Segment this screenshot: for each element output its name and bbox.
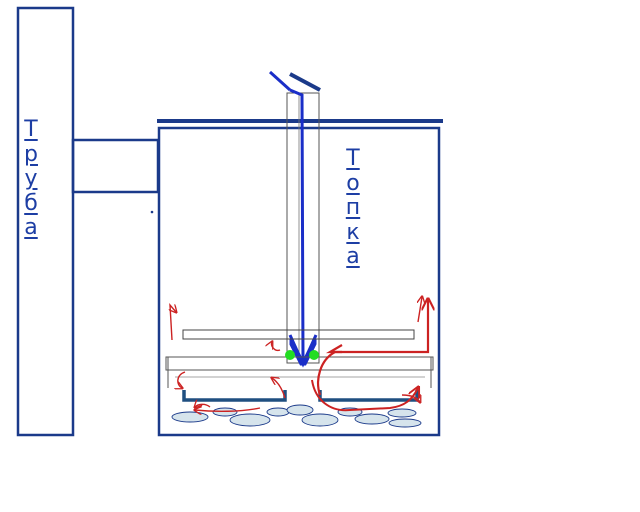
stone bbox=[387, 408, 417, 418]
hot-gas-right-lower bbox=[401, 395, 420, 402]
damper-left bbox=[268, 70, 292, 92]
stone bbox=[354, 413, 390, 425]
hot-gas-under-left bbox=[195, 408, 261, 411]
hot-gas-left-loop bbox=[178, 371, 186, 388]
flue-connector bbox=[71, 138, 160, 194]
nozzle-right bbox=[309, 350, 319, 360]
grate-bar bbox=[165, 356, 434, 371]
label-letter: б bbox=[24, 190, 38, 216]
stone bbox=[388, 418, 422, 428]
label-letter: о bbox=[346, 170, 360, 196]
hot-gas-under-left-2 bbox=[272, 378, 286, 399]
stone bbox=[229, 413, 271, 427]
label-letter: у bbox=[24, 166, 38, 191]
air-flow-arrow bbox=[290, 88, 303, 360]
hot-gas-main-arrow bbox=[317, 300, 428, 396]
hot-gas-flows bbox=[170, 297, 428, 411]
damper-right bbox=[289, 72, 321, 92]
chimney-pipe bbox=[16, 6, 75, 437]
label-letter: Т bbox=[24, 117, 38, 142]
label-letter: р bbox=[24, 141, 38, 167]
label-letter: к bbox=[346, 219, 360, 245]
air-tip-arrow bbox=[288, 334, 318, 368]
label-letter: Т bbox=[346, 146, 360, 171]
hot-gas-inner-arrow bbox=[325, 344, 343, 354]
hot-gas-near-nozzle bbox=[272, 342, 281, 352]
nozzle-left bbox=[285, 350, 295, 360]
label-letter: а bbox=[24, 215, 38, 240]
tray-left bbox=[182, 390, 287, 402]
label-letter: а bbox=[346, 244, 360, 269]
stones bbox=[171, 404, 422, 428]
deflector-plate bbox=[182, 329, 415, 340]
stone bbox=[286, 404, 314, 416]
dot-mark bbox=[150, 210, 154, 214]
stone bbox=[266, 407, 290, 417]
hot-gas-left-up bbox=[170, 302, 176, 341]
stone bbox=[171, 411, 209, 423]
hot-gas-lower-arrow bbox=[311, 379, 418, 412]
hot-gas-bottom-flick bbox=[195, 404, 211, 407]
hot-gas-right-up bbox=[418, 297, 422, 323]
stone bbox=[301, 413, 339, 427]
label-letter: п bbox=[345, 195, 361, 220]
